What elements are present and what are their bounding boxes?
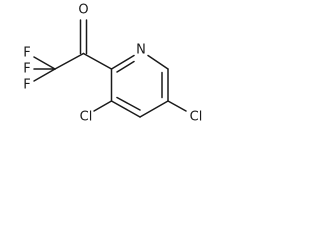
bond-c3-cl	[93, 100, 113, 112]
fluorine-label-bottom: F	[23, 78, 30, 93]
bond-c2-n1-outer	[110, 54, 135, 70]
bond-c4-c3	[110, 100, 141, 118]
chemical-structure: O N F F F Cl Cl	[23, 3, 203, 125]
fluorine-label-top: F	[23, 46, 30, 61]
chlorine-label-left: Cl	[80, 110, 93, 125]
bond-c5-c4	[139, 100, 169, 118]
bond-c2-n1-inner	[116, 60, 135, 73]
bond-n1-c6	[147, 54, 169, 70]
nitrogen-label: N	[136, 43, 146, 58]
chlorine-label-right: Cl	[190, 110, 203, 125]
bond-carbonyl-ring	[82, 52, 113, 70]
bond-c-f-top	[33, 56, 56, 70]
bond-c-f-bottom	[33, 68, 56, 82]
oxygen-label: O	[78, 3, 88, 18]
bond-c5-cl	[167, 100, 187, 112]
bond-c4-c3-inner	[116, 96, 141, 111]
bond-cf3-carbonyl	[54, 52, 85, 70]
fluorine-label-middle: F	[23, 62, 30, 77]
